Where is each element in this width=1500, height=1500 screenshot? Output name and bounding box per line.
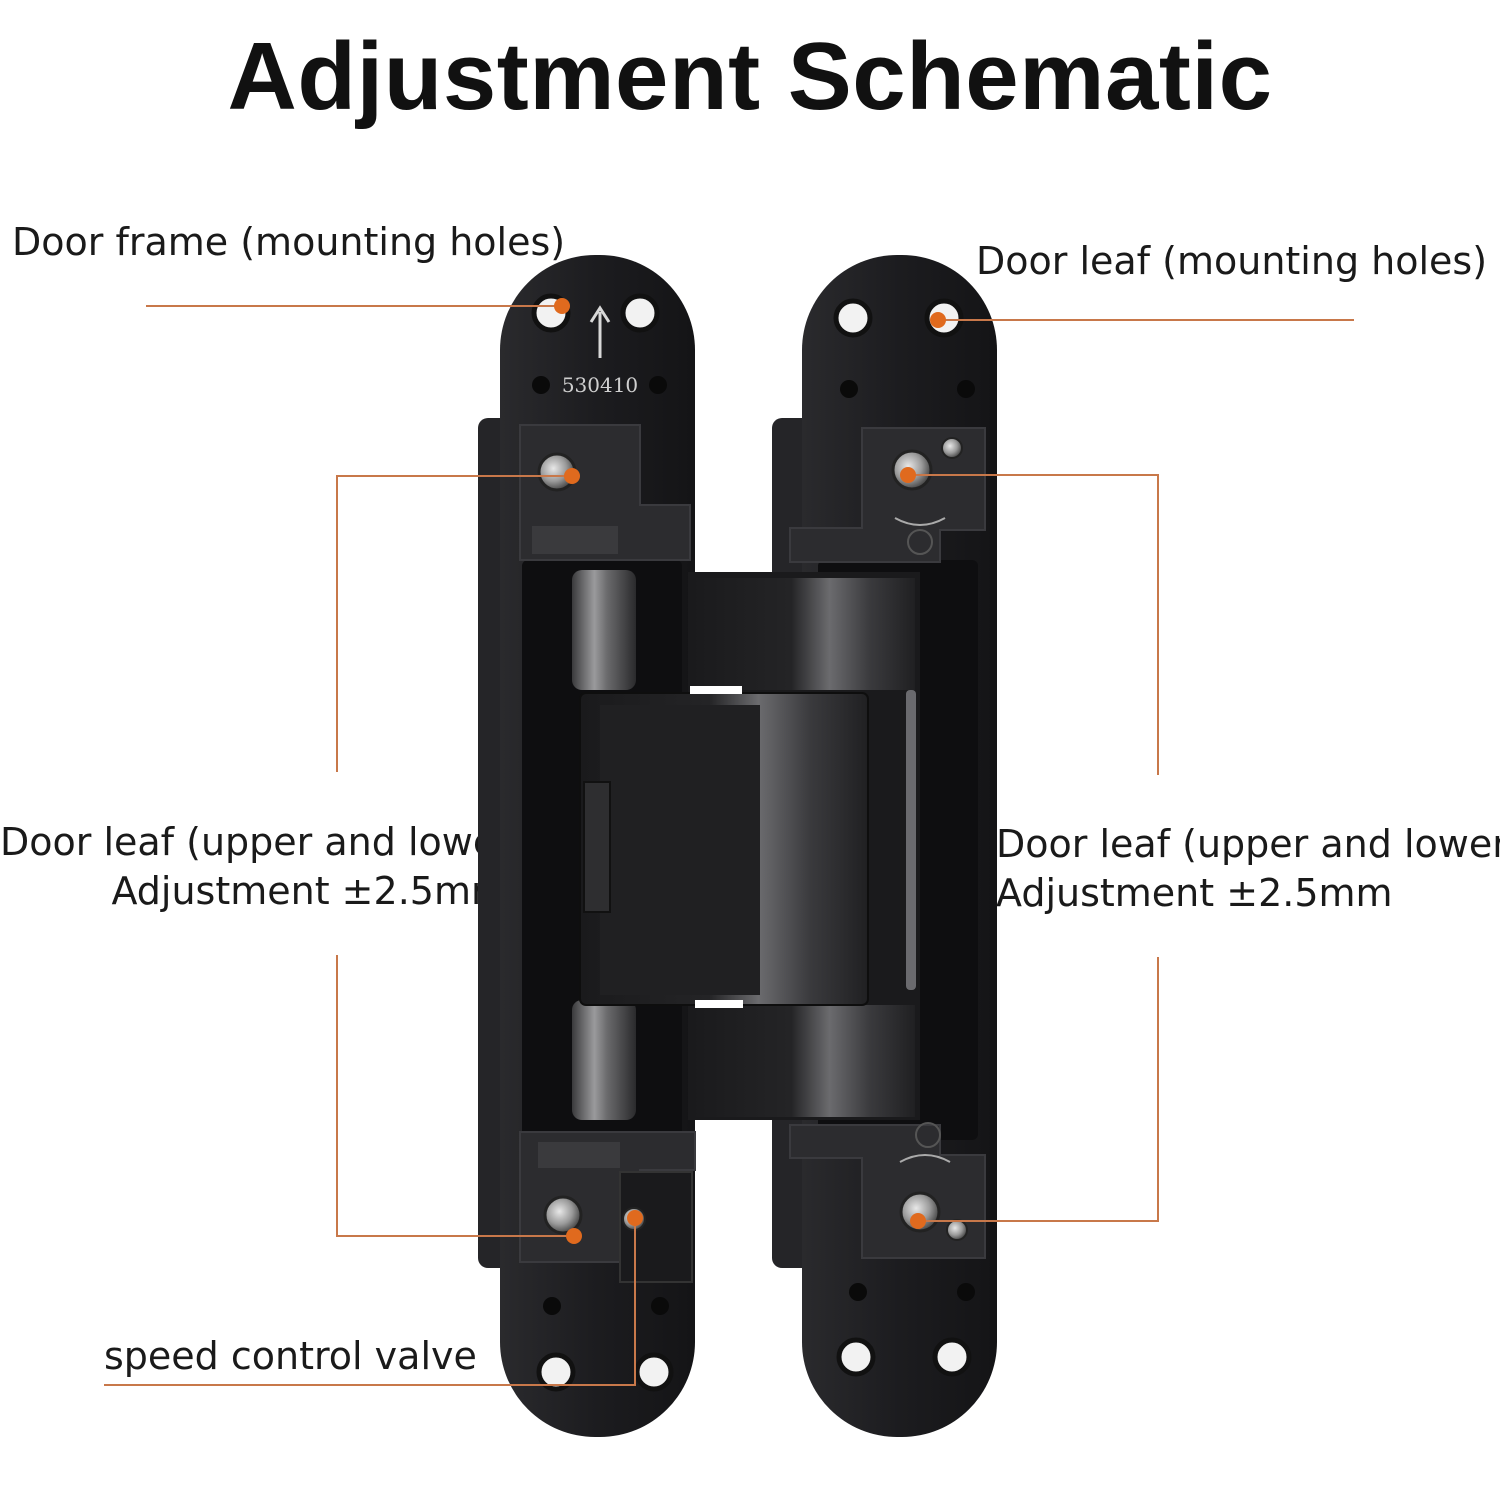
up-arrow-icon: [589, 305, 611, 358]
leader-right-upper-adjust: [908, 474, 1159, 775]
right-upper-adjust-block: [789, 427, 986, 563]
hinge-arm-assembly: [579, 572, 920, 1120]
arm-upper-gap: [690, 686, 742, 694]
label-door-frame-mounting-holes: Door frame (mounting holes): [12, 220, 566, 264]
left-bottom-hole-2: [634, 1352, 674, 1392]
right-adjustment-line2: Adjustment ±2.5mm: [996, 871, 1393, 915]
left-small-hole-1: [532, 376, 550, 394]
arm-front-face: [600, 705, 760, 995]
left-lower-brand-plate: [538, 1142, 620, 1168]
callout-dot-leaf-hole: [930, 312, 946, 328]
leader-speed-control-valve: [104, 1218, 636, 1386]
callout-dot-right-lower-screw: [910, 1213, 926, 1229]
leader-lines: [104, 305, 1354, 1386]
right-adjustment-line1: Door leaf (upper and lower): [996, 822, 1500, 866]
model-number-engraving: 530410: [562, 373, 638, 397]
left-upper-cylinder: [572, 570, 636, 690]
callout-dot-speed-valve: [627, 1210, 643, 1226]
left-upper-brand-plate: [532, 526, 618, 554]
left-lower-cylinder: [572, 1000, 636, 1120]
hinge-pin-rod: [906, 690, 916, 990]
right-small-hole-1: [840, 380, 858, 398]
label-left-adjustment: Door leaf (upper and lower) Adjustment ±…: [0, 818, 527, 916]
left-small-hole-2: [649, 376, 667, 394]
label-right-adjustment: Door leaf (upper and lower) Adjustment ±…: [996, 820, 1500, 918]
right-lower-small-screw: [946, 1219, 968, 1241]
callout-dots: [554, 298, 946, 1244]
left-bottom-hole-1: [536, 1352, 576, 1392]
right-top-hole-1: [833, 298, 873, 338]
left-top-hole-2: [620, 293, 660, 333]
left-lower-adjust-screw: [543, 1195, 583, 1235]
arm-lower-gap: [695, 1000, 743, 1008]
callout-dot-left-upper-screw: [564, 468, 580, 484]
callout-dot-right-upper-screw: [900, 467, 916, 483]
left-small-hole-4: [651, 1297, 669, 1315]
left-small-hole-3: [543, 1297, 561, 1315]
arm-lower-segment: [690, 1005, 915, 1117]
right-bottom-hole-1: [836, 1337, 876, 1377]
right-small-hole-4: [957, 1283, 975, 1301]
leader-right-lower-adjust: [918, 957, 1159, 1222]
right-small-hole-2: [957, 380, 975, 398]
leader-left-upper-adjust: [336, 475, 572, 772]
right-upper-adjust-arrow-icon: [894, 517, 946, 526]
page-title: Adjustment Schematic: [227, 23, 1273, 130]
label-door-leaf-mounting-holes: Door leaf (mounting holes): [976, 239, 1488, 283]
right-bottom-hole-2: [932, 1337, 972, 1377]
left-adjustment-line1: Door leaf (upper and lower): [0, 820, 527, 864]
label-speed-control-valve: speed control valve: [104, 1334, 477, 1378]
arm-side-latch: [583, 781, 611, 913]
right-lower-adjust-arrow-icon: [899, 1154, 951, 1163]
left-adjustment-line2: Adjustment ±2.5mm: [111, 869, 508, 913]
callout-dot-left-lower-screw: [566, 1228, 582, 1244]
callout-dot-frame-hole: [554, 298, 570, 314]
leader-left-lower-adjust: [336, 955, 574, 1237]
right-upper-small-screw: [941, 437, 963, 459]
arm-upper-segment: [690, 578, 915, 690]
right-small-hole-3: [849, 1283, 867, 1301]
right-lower-indicator-ring: [915, 1122, 941, 1148]
right-upper-indicator-ring: [907, 529, 933, 555]
